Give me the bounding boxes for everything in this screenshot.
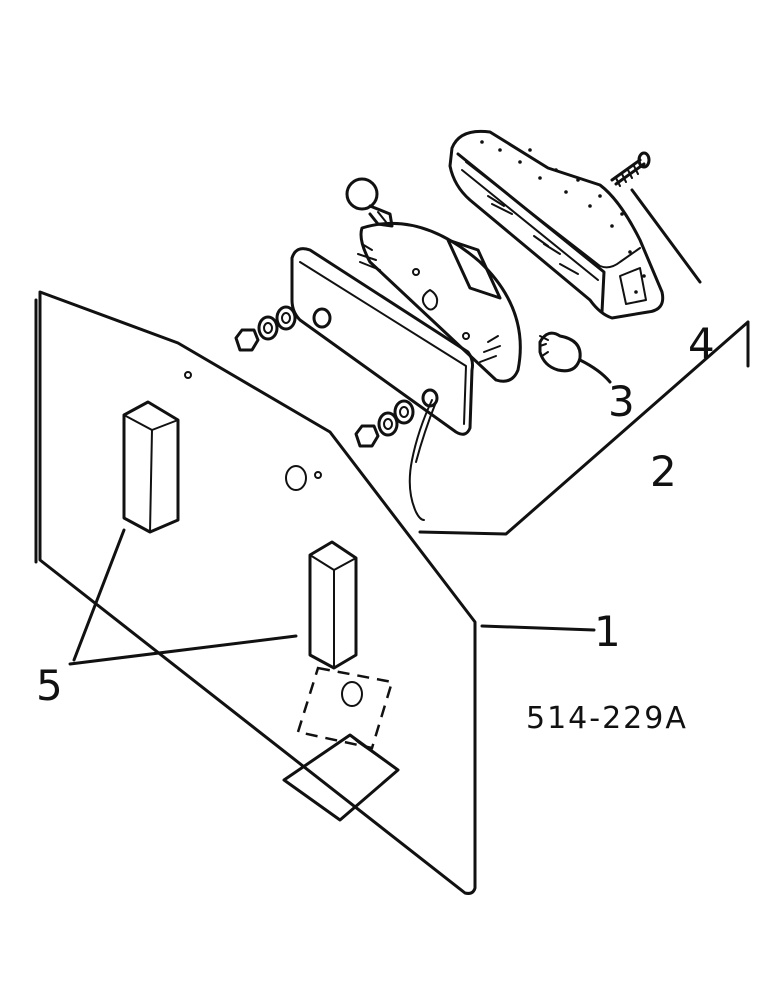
callout-1: 1 (594, 607, 621, 656)
lamp-wire (408, 399, 437, 521)
screw-part-4 (610, 151, 651, 187)
drawing-number: 514-229A (526, 701, 688, 736)
lens-stipple (480, 140, 646, 294)
upper-bulb (345, 177, 394, 228)
spacer-block-upper (122, 400, 180, 534)
lamp-housing-plate (357, 221, 522, 383)
mounting-plate (34, 290, 477, 895)
bulb-part-3 (538, 331, 582, 373)
callout-3: 3 (608, 377, 635, 426)
callout-2: 2 (650, 447, 677, 496)
callout-5: 5 (36, 661, 63, 710)
leader-lines (68, 188, 750, 666)
upper-nut-washers (234, 305, 332, 352)
lower-nut-washers (354, 388, 439, 448)
spacer-block-lower (308, 540, 358, 670)
lamp-base-gasket (290, 247, 474, 436)
lens-cover (448, 129, 665, 320)
callout-4: 4 (688, 319, 715, 368)
hidden-tab-outline (282, 666, 400, 822)
